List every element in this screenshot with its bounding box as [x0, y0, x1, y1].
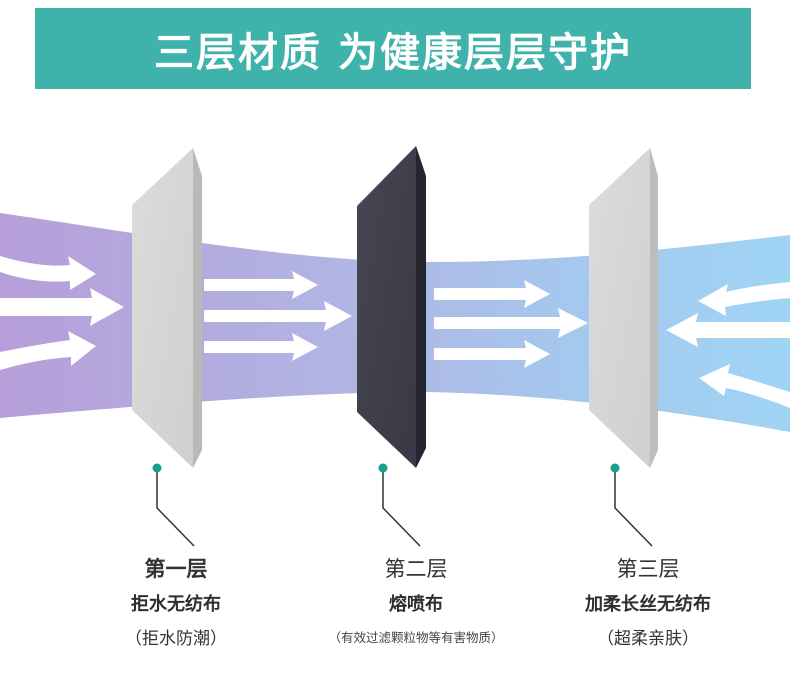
- return-arrows: [666, 282, 790, 408]
- layer-title: 第二层: [384, 557, 448, 581]
- layer-note: （有效过滤颗粒物等有害物质）: [328, 630, 504, 645]
- layer-title: 第三层: [616, 557, 680, 581]
- filter-layer-2: [357, 146, 426, 468]
- layer-title: 第一层: [144, 557, 208, 581]
- leader-line-2: [378, 463, 421, 547]
- header-banner: 三层材质 为健康层层守护: [35, 8, 751, 89]
- filter-layer-1: [132, 148, 202, 468]
- marker-dot-2: [378, 463, 388, 473]
- banner-title: 三层材质 为健康层层守护: [154, 29, 632, 76]
- marker-dot-3: [610, 463, 620, 473]
- leader-line-3: [610, 463, 653, 547]
- marker-dot-1: [152, 463, 162, 473]
- leader-line-1: [152, 463, 195, 547]
- layer-material: 熔喷布: [389, 594, 443, 615]
- layer-material: 加柔长丝无纺布: [585, 594, 711, 615]
- filter-layer-3: [589, 148, 658, 468]
- pass-arrows-2: [434, 280, 588, 368]
- inflow-arrows: [0, 256, 124, 370]
- pass-arrows-1: [204, 271, 352, 361]
- layer-note: （拒水防潮）: [125, 629, 227, 649]
- layer-material: 拒水无纺布: [131, 594, 221, 615]
- layer-note: （超柔亲肤）: [597, 629, 699, 649]
